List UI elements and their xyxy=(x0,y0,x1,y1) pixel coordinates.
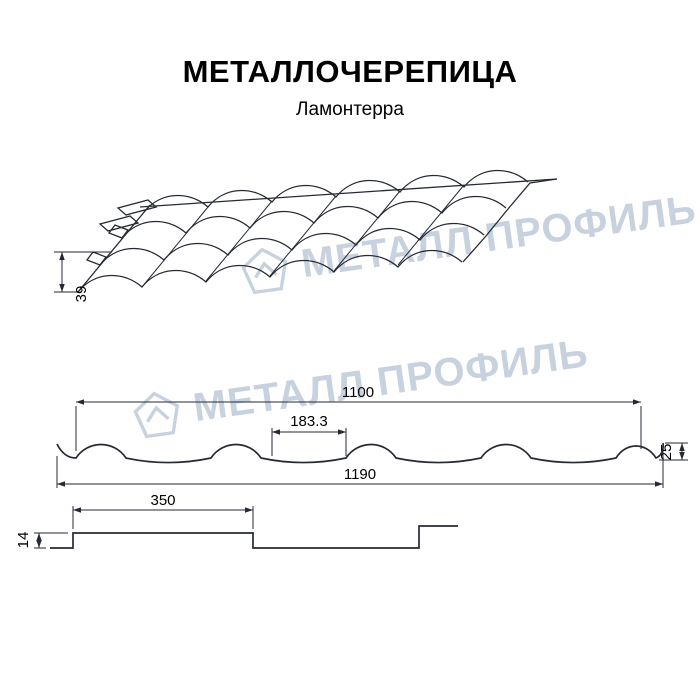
valley-lines xyxy=(141,184,465,288)
dim-183-label: 183.3 xyxy=(290,413,328,430)
profile-cross-section: 1100 183.3 25 1190 xyxy=(56,384,688,488)
dim-wave-pitch-183: 183.3 xyxy=(271,413,347,456)
dim-profile-height-25: 25 xyxy=(658,442,688,461)
dim-1100-label: 1100 xyxy=(342,384,374,401)
step-profile: 350 14 xyxy=(15,492,458,549)
dim-1190-label: 1190 xyxy=(344,466,376,483)
page-subtitle: Ламонтерра xyxy=(296,99,404,120)
perspective-view: 39 xyxy=(54,169,558,303)
dim-39-label: 39 xyxy=(73,286,90,303)
dim-25-label: 25 xyxy=(658,444,675,461)
dim-cover-width-1100: 1100 xyxy=(75,384,642,451)
profile-outline xyxy=(56,442,665,464)
step-outline xyxy=(50,525,458,549)
dim-step-14: 14 xyxy=(15,532,68,549)
dim-14-label: 14 xyxy=(15,532,32,549)
dim-module-350: 350 xyxy=(72,492,254,529)
page-title: МЕТАЛЛОЧЕРЕПИЦА xyxy=(182,54,518,89)
dim-full-width-1190: 1190 xyxy=(56,448,664,488)
dim-350-label: 350 xyxy=(150,492,175,509)
dim-step-height-39: 39 xyxy=(54,251,112,303)
